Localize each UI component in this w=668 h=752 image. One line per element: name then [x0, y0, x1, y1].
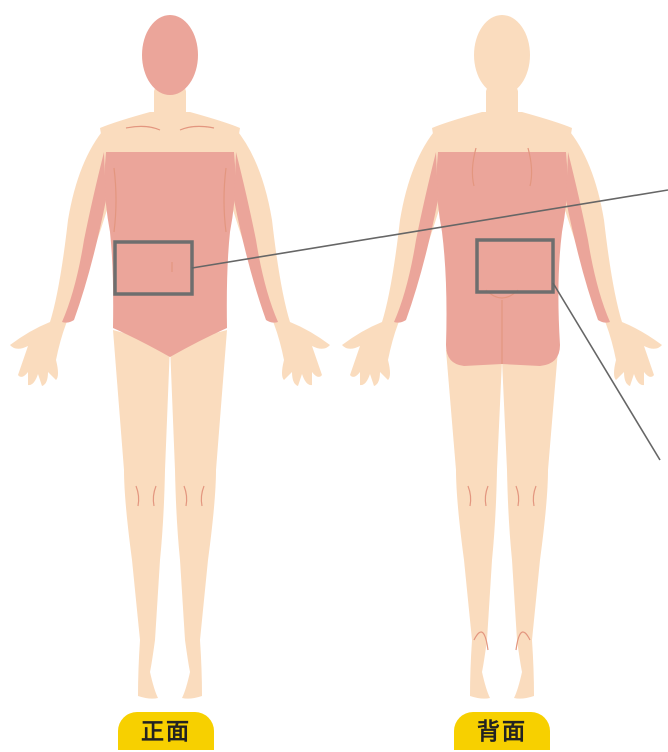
front-head: [142, 15, 198, 95]
back-right-leg: [446, 350, 502, 699]
back-right-arm: [342, 128, 442, 386]
back-view-label: 背面: [454, 712, 550, 750]
front-left-arm: [230, 128, 330, 386]
front-treated-trunk: [105, 152, 236, 357]
front-view-label: 正面: [118, 712, 214, 750]
back-head: [474, 15, 530, 95]
front-right-leg: [113, 330, 170, 699]
back-left-leg: [502, 350, 558, 699]
front-figure: [10, 15, 330, 699]
back-left-arm: [562, 128, 662, 386]
front-left-leg: [170, 330, 227, 699]
back-figure: [342, 15, 662, 699]
front-right-arm: [10, 128, 110, 386]
